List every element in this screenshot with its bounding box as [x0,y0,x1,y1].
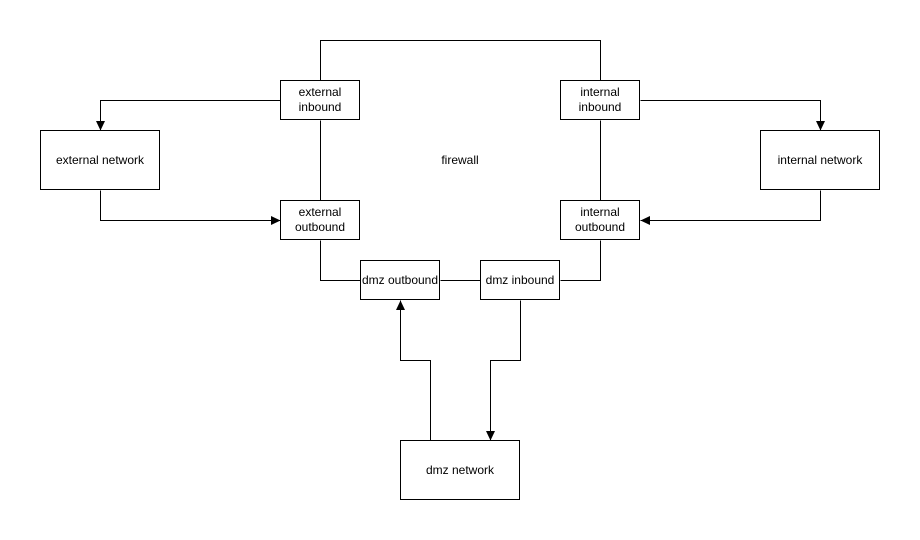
edge-external-outbound-dmz [320,240,361,281]
node-external-network-label: external network [55,152,145,167]
node-dmz-outbound-label: dmz outbound [361,272,439,287]
node-external-network: external network [40,130,160,190]
edge-internal-network-to-outbound [640,190,821,225]
node-internal-outbound-label: internal outbound [574,205,626,234]
node-external-inbound: external inbound [280,80,360,120]
edge-dmz-network-to-outbound [396,300,431,441]
edge-external-inbound-to-network [96,100,281,131]
node-external-outbound: external outbound [280,200,360,240]
edge-dmz-inbound-to-network [486,300,521,441]
node-internal-outbound: internal outbound [560,200,640,240]
node-dmz-network: dmz network [400,440,520,500]
node-dmz-inbound: dmz inbound [480,260,560,300]
edge-internal-inbound-to-network [640,100,825,131]
edge-external-network-to-outbound [100,190,281,225]
node-internal-network: internal network [760,130,880,190]
node-dmz-inbound-label: dmz inbound [485,272,555,287]
edge-internal-outbound-dmz [560,240,601,281]
node-dmz-network-label: dmz network [425,462,495,477]
firewall-label: firewall [441,153,479,167]
node-external-inbound-label: external inbound [298,85,342,114]
node-internal-inbound-label: internal inbound [578,85,622,114]
node-dmz-outbound: dmz outbound [360,260,440,300]
node-internal-inbound: internal inbound [560,80,640,120]
edge-top-bridge [320,40,601,81]
node-external-outbound-label: external outbound [294,205,346,234]
node-internal-network-label: internal network [777,152,863,167]
